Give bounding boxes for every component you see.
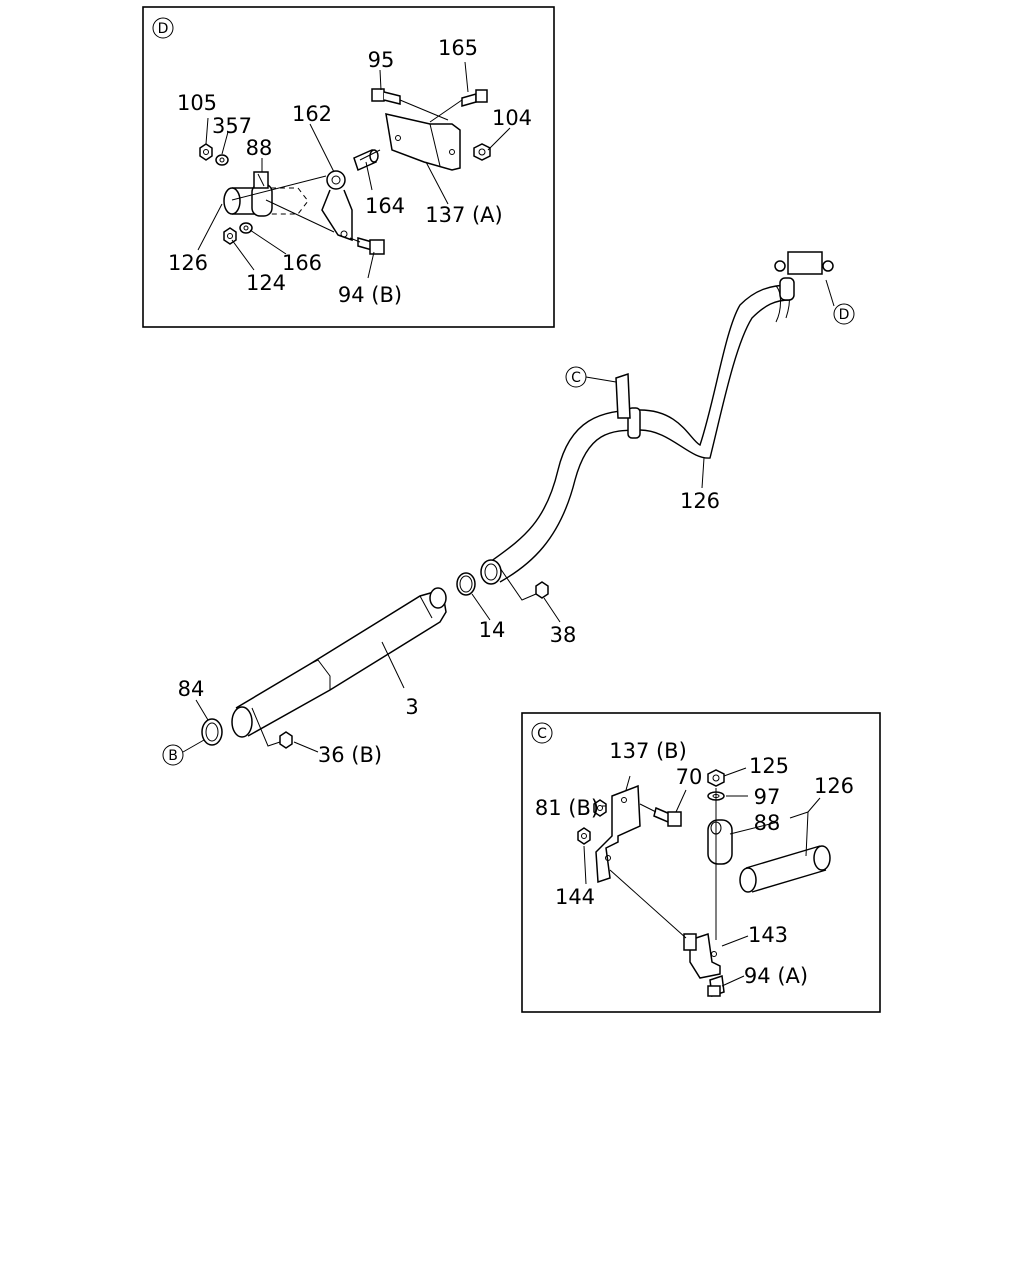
nut-124 <box>223 227 237 245</box>
detail-d-panel: D <box>142 6 555 328</box>
detail-d-assembly-lines <box>231 99 463 243</box>
label-126-detail-d: 126 <box>168 251 208 275</box>
pipe-126-section <box>739 845 831 893</box>
bolt-94a <box>707 974 725 998</box>
main-leaders <box>195 457 705 753</box>
label-164: 164 <box>365 194 405 218</box>
label-166: 166 <box>282 251 322 275</box>
bracket-162 <box>321 170 353 242</box>
label-125: 125 <box>749 754 789 778</box>
label-144: 144 <box>555 885 595 909</box>
washer-357 <box>215 154 229 166</box>
label-165: 165 <box>438 36 478 60</box>
flange-joint <box>456 559 502 596</box>
detail-d-marker: D <box>158 21 169 37</box>
label-162: 162 <box>292 102 332 126</box>
bracket-137a <box>385 113 461 171</box>
bolt-165 <box>461 89 488 107</box>
detail-c-panel: C <box>521 712 881 1013</box>
gasket-84 <box>201 718 223 746</box>
marker-b: B <box>168 748 178 764</box>
label-14: 14 <box>479 618 506 642</box>
label-94a: 94 (A) <box>744 964 808 988</box>
label-36b: 36 (B) <box>318 743 382 767</box>
marker-c: C <box>571 370 581 386</box>
detail-d-leaders <box>197 61 511 279</box>
label-124: 124 <box>246 271 286 295</box>
bolt-70 <box>653 806 682 827</box>
label-105: 105 <box>177 91 217 115</box>
nut-104 <box>473 143 491 161</box>
nut-144 <box>577 827 591 845</box>
main-exhaust-assembly: C D B 126 14 38 84 3 36 (B) <box>162 251 855 767</box>
detail-c-assembly-lines <box>609 788 717 940</box>
label-38: 38 <box>550 623 577 647</box>
detail-c-marker: C <box>537 726 547 742</box>
label-143: 143 <box>748 923 788 947</box>
nut-38 <box>499 567 549 601</box>
bolt-94b <box>357 237 385 255</box>
label-3: 3 <box>405 695 418 719</box>
label-70: 70 <box>676 765 703 789</box>
label-88: 88 <box>246 136 273 160</box>
detail-c-frame <box>521 712 881 1013</box>
label-137a: 137 (A) <box>425 203 503 227</box>
bracket-137b <box>595 784 641 884</box>
label-88-detail-c: 88 <box>754 811 781 835</box>
detail-c-marker-circle <box>531 722 553 744</box>
hanger-at-d <box>774 251 834 301</box>
nut-81b <box>593 799 607 817</box>
label-357: 357 <box>212 114 252 138</box>
label-81b: 81 (B) <box>535 796 599 820</box>
label-95: 95 <box>368 48 395 72</box>
label-97: 97 <box>754 785 781 809</box>
detail-d-marker-circle <box>152 17 174 39</box>
tail-pipe-126 <box>489 279 791 583</box>
label-84: 84 <box>178 677 205 701</box>
label-137b: 137 (B) <box>609 739 687 763</box>
detail-d-frame <box>142 6 555 328</box>
nut-125 <box>707 769 725 787</box>
nut-105 <box>199 143 213 161</box>
marker-d: D <box>839 307 850 323</box>
bolt-95 <box>371 88 401 105</box>
clamp-at-c <box>627 407 641 439</box>
marker-b-circle <box>162 744 184 766</box>
washer-166 <box>239 222 253 234</box>
insulator-88 <box>251 171 273 217</box>
insulator-88-c <box>707 819 733 865</box>
muffler-3 <box>231 587 447 738</box>
marker-d-circle <box>833 303 855 325</box>
label-126-detail-c: 126 <box>814 774 854 798</box>
nut-36b <box>251 707 293 749</box>
label-126-main: 126 <box>680 489 720 513</box>
label-104: 104 <box>492 106 532 130</box>
label-94b: 94 (B) <box>338 283 402 307</box>
bracket-143 <box>683 933 721 979</box>
